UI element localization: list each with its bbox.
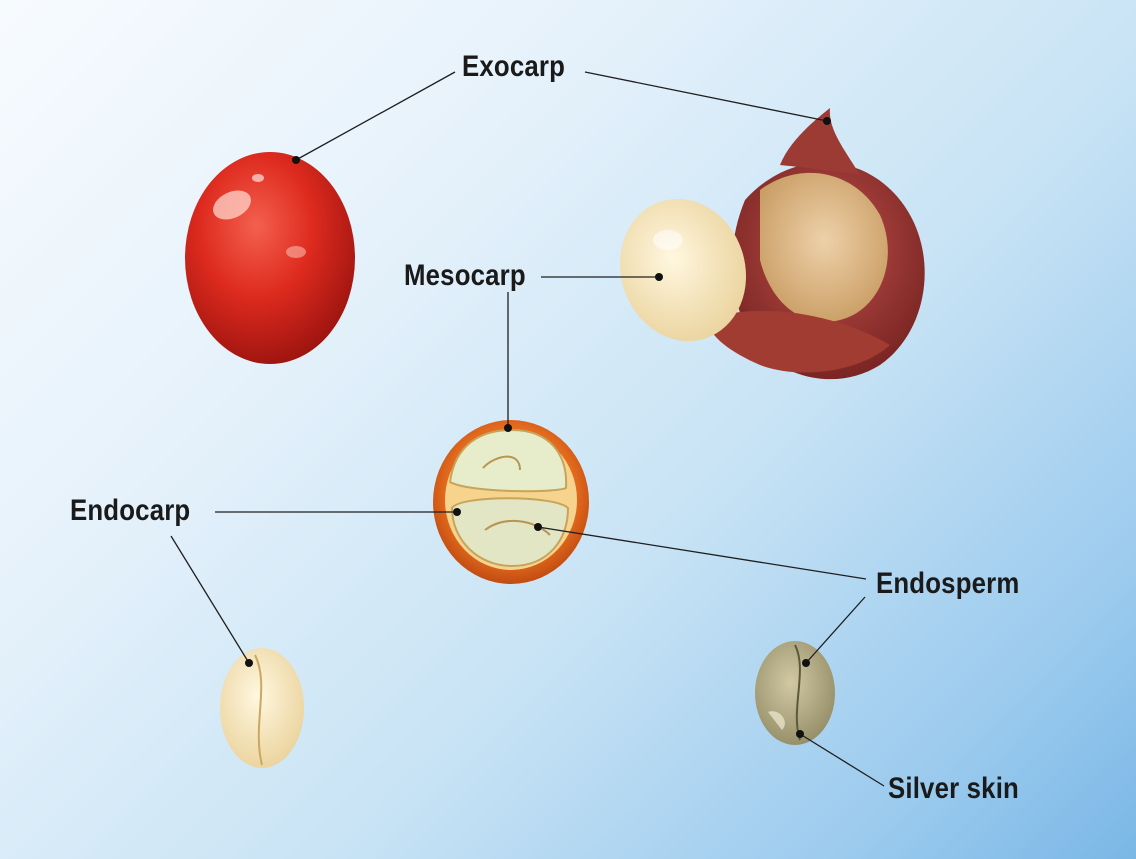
cross-section-image (433, 420, 589, 584)
silver-skin-leader-line (800, 734, 884, 786)
peeled-cherry-image (602, 108, 925, 379)
endocarp-point-bean (245, 659, 253, 667)
endocarp-label: Endocarp (70, 496, 190, 526)
endosperm-leader-line-left (538, 527, 866, 579)
endocarp-point-cross-section (453, 508, 461, 516)
exocarp-label: Exocarp (462, 52, 565, 82)
endocarp-leader-line-down (171, 536, 249, 663)
endosperm-point-cross-section (534, 523, 542, 531)
silver-skin-point-bean (796, 730, 804, 738)
parchment-bean-image (220, 648, 304, 768)
silver-skin-label: Silver skin (888, 774, 1019, 804)
exocarp-point-peeled-cherry (823, 117, 831, 125)
whole-cherry-image (185, 152, 355, 364)
green-bean-image (755, 641, 835, 745)
exocarp-leader-line-left (296, 72, 455, 160)
endosperm-leader-line-down (806, 597, 865, 663)
exocarp-point-whole-cherry (292, 156, 300, 164)
mesocarp-point-cross-section (504, 424, 512, 432)
endosperm-label: Endosperm (876, 569, 1019, 599)
mesocarp-label: Mesocarp (404, 261, 526, 291)
mesocarp-point-peeled-cherry (655, 273, 663, 281)
endosperm-point-bean (802, 659, 810, 667)
exocarp-leader-line-right (585, 72, 827, 121)
